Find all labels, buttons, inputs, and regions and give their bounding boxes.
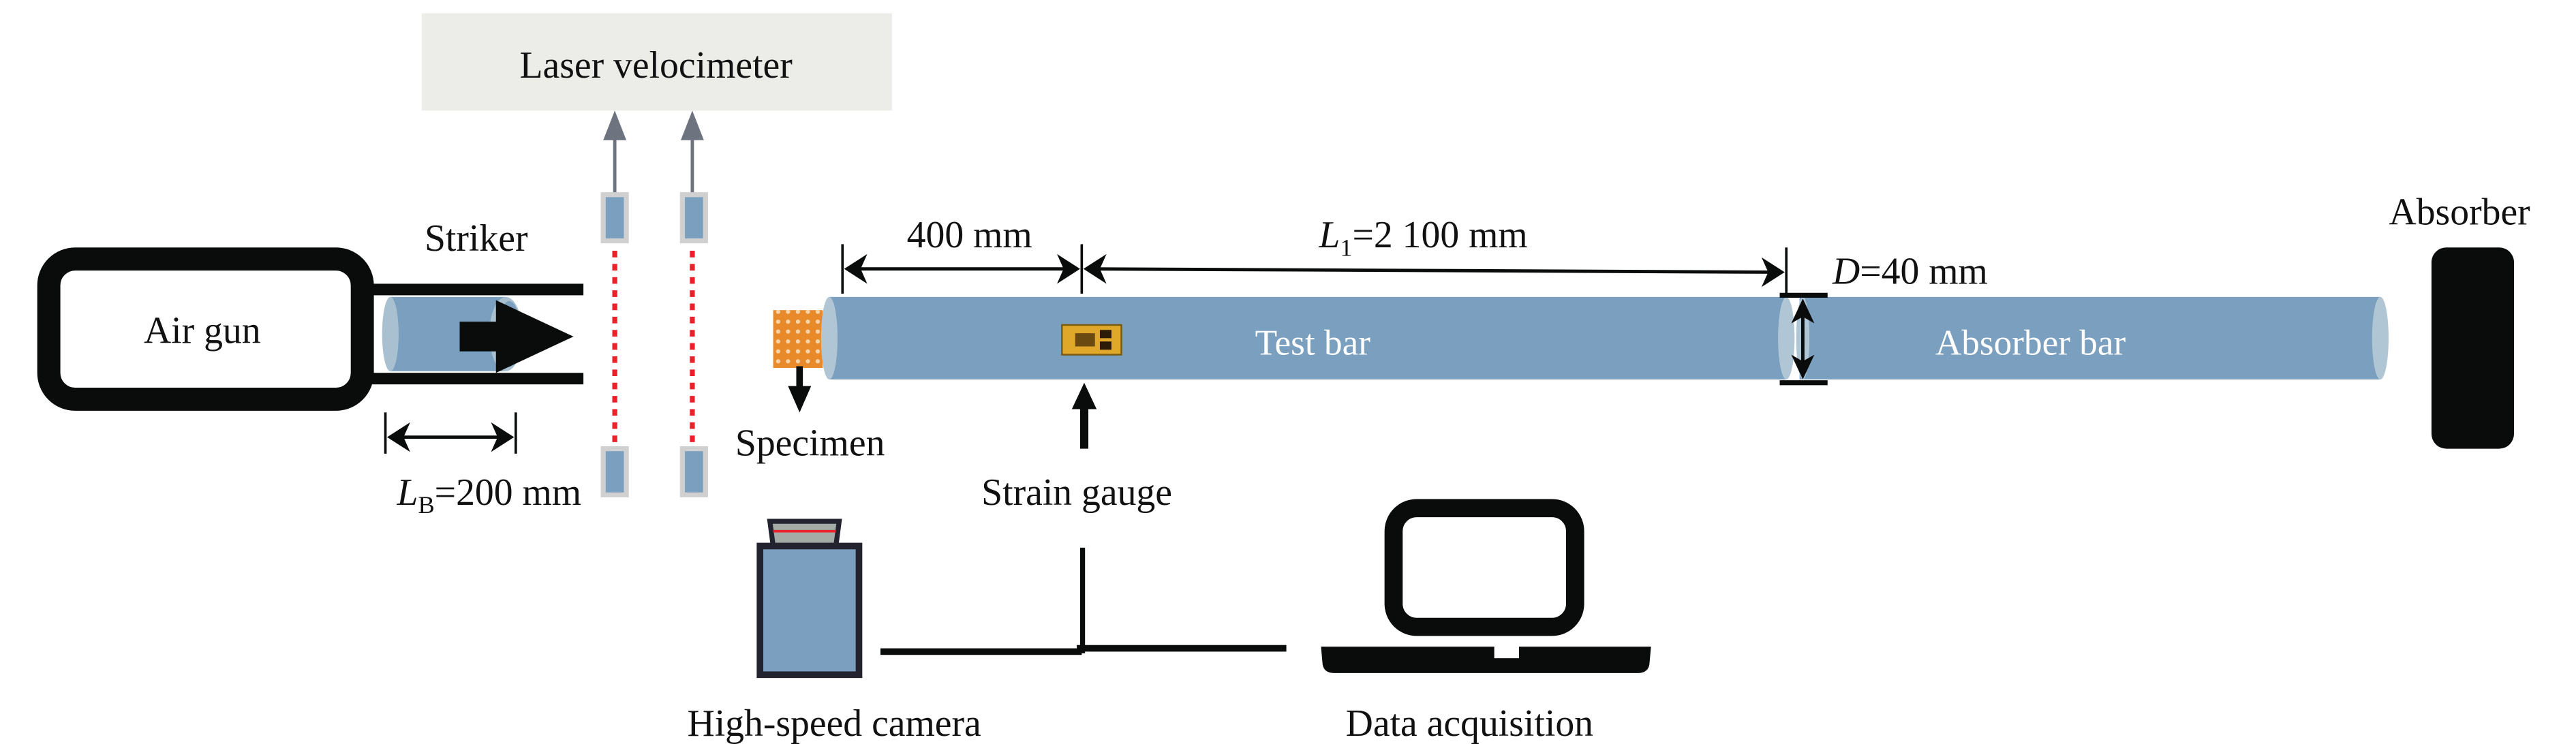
high-speed-camera: [756, 518, 863, 679]
signal-wires: [880, 547, 1287, 655]
air-gun-label: Air gun: [144, 310, 261, 352]
specimen: [773, 310, 823, 413]
impact-arrow: [459, 300, 574, 373]
data-acquisition-label: Data acquisition: [1346, 702, 1593, 744]
l1-label: L1=2 100 mm: [1318, 214, 1527, 261]
laser-sensors: [600, 192, 708, 498]
laser-velocimeter: Laser velocimeter: [421, 13, 892, 111]
l1-dimension: [1083, 247, 1788, 300]
specimen-label: Specimen: [735, 422, 885, 464]
dimension-400: [841, 244, 1084, 294]
strain-gauge: [1061, 324, 1122, 356]
absorber-label: Absorber: [2389, 191, 2531, 233]
absorber-bar: Absorber bar: [1778, 296, 2389, 379]
diameter-label: D=40 mm: [1832, 250, 1988, 292]
absorber-bar-label: Absorber bar: [1935, 323, 2126, 363]
strain-gauge-arrow: [1071, 382, 1097, 449]
barrel: [372, 283, 584, 385]
lb-dimension: [384, 412, 517, 454]
high-speed-camera-label: High-speed camera: [688, 702, 981, 744]
laser-velocimeter-label: Laser velocimeter: [519, 44, 793, 87]
laptop-icon: [1321, 499, 1651, 673]
absorber-block: [2431, 247, 2515, 449]
test-bar-label: Test bar: [1255, 323, 1371, 363]
strain-gauge-label: Strain gauge: [981, 471, 1172, 514]
diameter-dimension: [1779, 292, 1828, 386]
air-gun: Air gun: [37, 247, 374, 411]
lb-label: LB=200 mm: [397, 471, 582, 518]
laser-signal-arrows: [603, 110, 704, 206]
striker-label: Striker: [425, 217, 528, 260]
test-bar: Test bar: [821, 296, 1787, 379]
dimension-400-label: 400 mm: [907, 214, 1032, 256]
